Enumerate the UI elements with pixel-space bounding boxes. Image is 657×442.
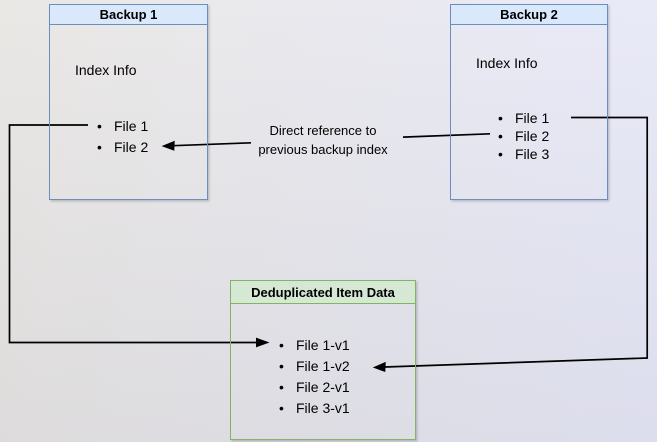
node-backup2: Backup 2 Index Info File 1 File 2 File 3 [450,4,608,200]
edge-label-direct-reference: Direct reference to previous backup inde… [230,121,416,159]
backup1-index-info-label: Index Info [75,62,137,78]
node-backup1-header: Backup 1 [50,5,207,25]
node-dedup: Deduplicated Item Data File 1-v1 File 1-… [230,280,416,440]
list-item: File 2-v1 [279,377,350,398]
list-item: File 3 [498,145,549,163]
edge-label-line2: previous backup index [258,142,388,157]
backup2-index-info-label: Index Info [476,55,538,71]
list-item: File 2 [97,137,148,158]
list-item: File 3-v1 [279,398,350,419]
backup2-file-list: File 1 File 2 File 3 [498,109,549,163]
list-item: File 1 [498,109,549,127]
list-item: File 1-v2 [279,356,350,377]
list-item: File 2 [498,127,549,145]
backup1-file-list: File 1 File 2 [97,116,148,157]
dedup-file-list: File 1-v1 File 1-v2 File 2-v1 File 3-v1 [279,335,350,419]
node-backup2-header: Backup 2 [451,5,607,25]
node-dedup-header: Deduplicated Item Data [231,281,415,304]
list-item: File 1 [97,116,148,137]
list-item: File 1-v1 [279,335,350,356]
edge-label-line1: Direct reference to [269,123,377,138]
node-backup1: Backup 1 Index Info File 1 File 2 [49,4,208,200]
